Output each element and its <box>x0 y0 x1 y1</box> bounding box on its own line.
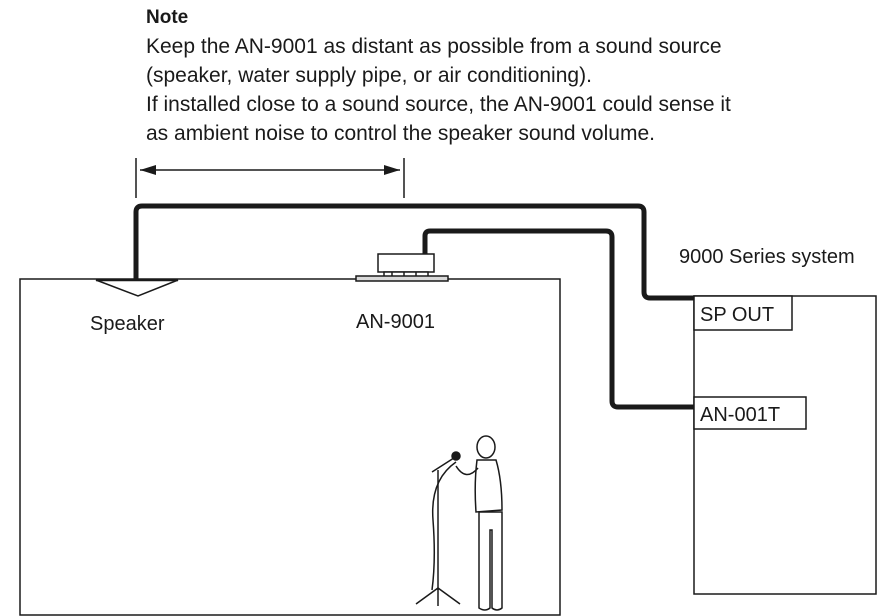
speaker-cable <box>133 203 694 301</box>
person-icon <box>455 435 503 611</box>
note-line-1: Keep the AN-9001 as distant as possible … <box>146 35 722 58</box>
distance-arrow-right <box>384 165 400 175</box>
sensor-body <box>377 253 435 273</box>
system-label: 9000 Series system <box>679 246 855 268</box>
sensor-cable <box>422 228 694 410</box>
room-outline <box>19 278 561 616</box>
microphone-stand-icon <box>415 451 461 606</box>
sp-out-label: SP OUT <box>700 304 774 326</box>
sp-out-port <box>693 295 793 331</box>
speaker-label: Speaker <box>90 313 165 335</box>
note-block: Note Keep the AN-9001 as distant as poss… <box>146 6 876 148</box>
speaker-icon <box>95 278 179 297</box>
mic-leg-right <box>437 587 461 605</box>
mic-head <box>451 451 461 461</box>
note-line-3: If installed close to a sound source, th… <box>146 93 731 116</box>
system-unit-box <box>693 295 877 595</box>
note-line-2: (speaker, water supply pipe, or air cond… <box>146 64 592 87</box>
mic-leg-left <box>415 587 439 605</box>
person-legs <box>478 511 503 611</box>
distance-arrow-left <box>140 165 156 175</box>
sensor-flange <box>355 275 449 282</box>
person-torso <box>474 459 503 513</box>
mic-cable <box>431 461 457 591</box>
an-9001-sensor-icon <box>355 253 449 282</box>
speaker-cone <box>95 279 179 297</box>
note-line-4: as ambient noise to control the speaker … <box>146 122 655 145</box>
an-001t-label: AN-001T <box>700 404 780 426</box>
sensor-label: AN-9001 <box>356 311 435 333</box>
person-arm <box>455 465 479 476</box>
an-001t-port <box>693 396 807 430</box>
note-title: Note <box>146 7 189 28</box>
person-head <box>476 435 496 459</box>
distance-indicator <box>135 158 405 198</box>
